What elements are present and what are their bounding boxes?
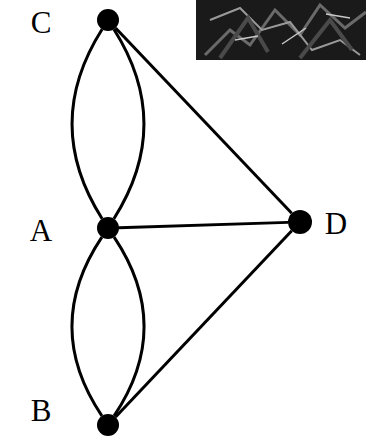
graph-vertex: A bbox=[97, 217, 119, 239]
graph-edge bbox=[116, 28, 292, 213]
graph-edge bbox=[116, 231, 292, 417]
vertex-label: C bbox=[31, 7, 52, 38]
vertex-label: D bbox=[325, 208, 347, 239]
vertex-label: A bbox=[30, 215, 52, 246]
vertex-label: B bbox=[31, 395, 52, 426]
graph-edge bbox=[114, 29, 144, 218]
graph-vertex: D bbox=[288, 210, 312, 234]
graph-vertex: C bbox=[97, 9, 119, 31]
graph-edge bbox=[119, 222, 288, 227]
graph-edge bbox=[72, 237, 102, 416]
graph-vertex: B bbox=[97, 414, 119, 436]
graph-edge bbox=[114, 237, 144, 416]
graph-edge bbox=[72, 29, 102, 218]
